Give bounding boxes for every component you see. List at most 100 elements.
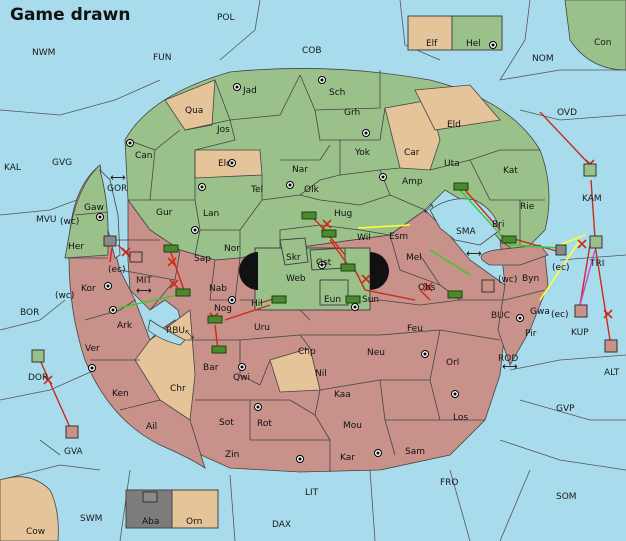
fleet-unit-icon <box>589 235 603 249</box>
supply-center-icon <box>228 159 236 167</box>
supply-center-icon <box>109 306 117 314</box>
sea-label: SWM <box>80 514 102 524</box>
province-label: Chp <box>298 347 316 357</box>
province-label: Jos <box>216 125 230 135</box>
sea-label: ROD <box>498 354 518 364</box>
supply-center-icon <box>233 83 241 91</box>
support-arrow-green <box>509 244 561 249</box>
supply-centers <box>88 41 524 463</box>
province-label: Amp <box>402 177 423 187</box>
province-label: Ail <box>146 422 157 432</box>
channel-markers: ⟷ ⟷ ⤡ ⤢ ⟷ ⟷ <box>110 171 518 373</box>
legend-aba-label: Aba <box>142 517 159 527</box>
legend-elf-label: Elf <box>426 39 438 49</box>
move-arrow <box>224 304 271 321</box>
sea-label: TRI <box>589 259 604 269</box>
fleet-unit-icon <box>142 491 158 503</box>
province-label: Byn <box>522 274 539 284</box>
province-label: Lan <box>203 209 219 219</box>
move-arrow <box>419 289 431 301</box>
supply-center-icon <box>191 226 199 234</box>
channel-arrow-icon: ⟷ <box>466 247 482 260</box>
province-label: Yok <box>354 148 371 158</box>
fleet-unit-icon <box>481 279 495 293</box>
move-arrow <box>590 179 596 239</box>
province-label: Bar <box>203 363 219 373</box>
army-unit-icon <box>321 229 337 238</box>
sea-label: FUN <box>153 53 172 63</box>
army-unit-icon <box>501 235 517 244</box>
sea-label: NOM <box>532 54 554 64</box>
support-arrow-green <box>117 294 179 309</box>
province-label: Ken <box>112 389 129 399</box>
coast-tag: (wc) <box>498 275 517 285</box>
army-unit-icon <box>175 288 191 297</box>
failed-order-marks <box>43 159 613 385</box>
supply-center-icon <box>254 403 262 411</box>
province-label: Bri <box>492 220 504 230</box>
province-label: Tel <box>250 185 263 195</box>
province-label: Uta <box>444 159 460 169</box>
sea-label: OVD <box>557 108 577 118</box>
byn-area <box>480 244 549 266</box>
gaw-her-area <box>64 164 109 259</box>
move-arrow <box>169 249 186 294</box>
province-label: Eun <box>324 295 341 305</box>
supply-center-icon <box>296 455 304 463</box>
province-label: Zin <box>225 450 239 460</box>
fleet-unit-icon <box>65 425 79 439</box>
province-label: Esm <box>389 232 408 242</box>
move-arrow <box>594 244 611 341</box>
sea-label: GVP <box>556 404 575 414</box>
game-status-title: Game drawn <box>10 5 130 25</box>
province-label: Wil <box>357 233 371 243</box>
sea-label: KAM <box>582 194 602 204</box>
province-label: Rie <box>520 202 535 212</box>
province-label: Sun <box>362 295 379 305</box>
supply-center-icon <box>362 129 370 137</box>
sea-label: SOM <box>556 492 577 502</box>
sea-label: MVU <box>36 215 57 225</box>
province-label: Kor <box>81 284 96 294</box>
province-label: Olk <box>304 185 320 195</box>
sea-label: GVA <box>64 447 84 457</box>
sea-label: NWM <box>32 48 55 58</box>
channel-arrow-icon: ⟷ <box>502 360 518 373</box>
supply-center-icon <box>286 181 294 189</box>
sea-label: GOR <box>107 184 127 194</box>
supply-center-icon <box>379 173 387 181</box>
move-arrow <box>354 269 366 291</box>
province-label: Nab <box>209 284 227 294</box>
fleet-unit-icon <box>574 304 588 318</box>
sea-label: KUP <box>571 328 589 338</box>
province-label: Sap <box>194 254 211 264</box>
army-unit-icon <box>345 295 361 304</box>
move-arrow <box>579 244 591 306</box>
province-labels: Jad Sch Qua Jos Grh Eld Can Yok Car Elc … <box>68 86 550 463</box>
move-arrow <box>464 189 501 231</box>
coast-tag: (wc) <box>55 291 74 301</box>
province-label: Kat <box>503 166 518 176</box>
supply-center-icon <box>104 282 112 290</box>
support-arrow <box>559 234 586 246</box>
supply-center-icon <box>228 296 236 304</box>
legend-orn-label: Orn <box>186 517 202 527</box>
province-label: Her <box>68 242 84 252</box>
move-arrow <box>39 359 73 433</box>
supply-center-icon <box>351 303 359 311</box>
sea-label: ALT <box>604 368 620 378</box>
army-unit-icon <box>207 315 223 324</box>
coast-tag: (ec) <box>108 265 126 275</box>
sea-labels: POL NWM FUN COB NOM Con OVD KAL GVG GOR … <box>4 13 620 537</box>
eld-tan <box>414 84 501 131</box>
army-unit-icon <box>447 290 463 299</box>
supply-center-icon <box>516 314 524 322</box>
province-label: Ost <box>316 258 332 268</box>
supply-center-icon <box>88 364 96 372</box>
supply-center-icon <box>198 183 206 191</box>
fleet-unit-icon <box>129 251 143 263</box>
province-label: Mel <box>406 253 422 263</box>
province-label: Rot <box>257 419 272 429</box>
sea-label: Cow <box>26 527 45 537</box>
sea-label: SMA <box>456 227 476 237</box>
